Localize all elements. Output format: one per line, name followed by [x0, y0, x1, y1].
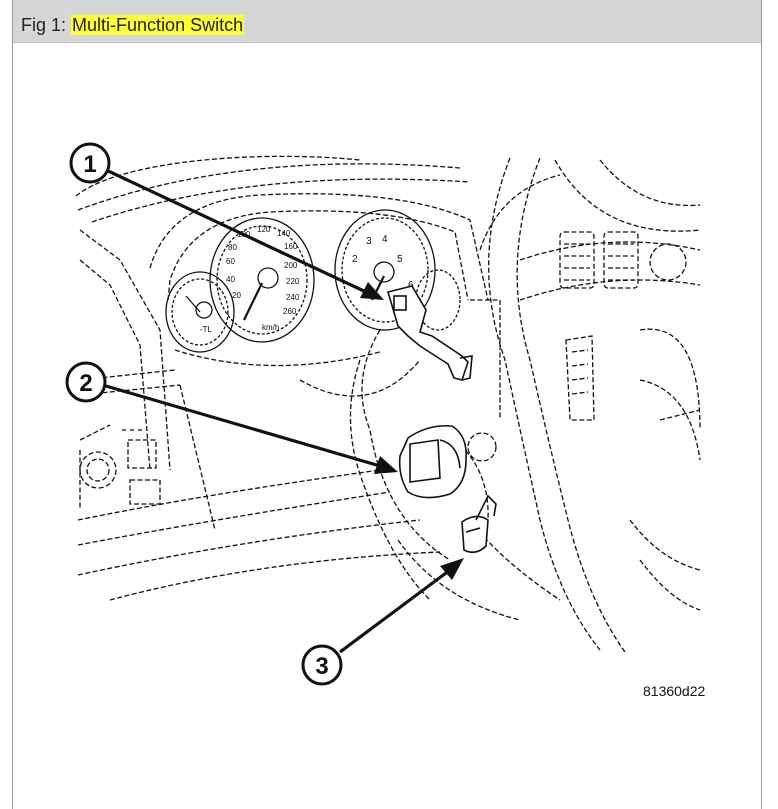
speedo-tick: 80 — [228, 243, 237, 252]
figure-header: Fig 1: Multi-Function Switch — [13, 0, 761, 43]
callout-3 — [301, 644, 343, 686]
tach-tick: 4 — [382, 234, 388, 245]
figure-label: Fig 1: — [21, 15, 67, 35]
speedometer — [209, 217, 315, 343]
fuel-gauge — [165, 271, 235, 353]
arrow-1 — [105, 168, 367, 294]
arrow-3 — [339, 568, 451, 654]
figure-caption: Fig 1: Multi-Function Switch — [21, 15, 245, 36]
callout-1-label: 1 — [83, 151, 96, 178]
speedo-tick: 240 — [286, 293, 300, 302]
callouts: 1 2 3 — [65, 142, 343, 686]
speedo-tick: 140 — [277, 229, 291, 238]
speedo-tick: 200 — [284, 261, 298, 270]
callout-2-label: 2 — [79, 370, 92, 397]
speedo-tick: 260 — [283, 307, 297, 316]
leader-arrows — [105, 168, 464, 654]
arrow-2 — [105, 384, 381, 468]
figure-title: Multi-Function Switch — [71, 15, 245, 35]
speedo-tick: 120 — [257, 225, 271, 234]
switch-components — [386, 285, 497, 554]
speed-unit: km/h — [262, 323, 279, 332]
switch-connector — [461, 515, 489, 554]
callout-3-label: 3 — [315, 653, 328, 680]
callout-1 — [69, 142, 111, 184]
speedo-tick: 160 — [284, 242, 298, 251]
speedo-tick: 60 — [226, 257, 235, 266]
fuel-gauge-mark: -TL — [200, 325, 213, 334]
tachometer — [334, 209, 436, 331]
callout-2 — [65, 361, 107, 403]
speedo-tick: 20 — [232, 291, 241, 300]
tach-tick: 3 — [366, 236, 372, 247]
tach-tick: 5 — [397, 254, 403, 265]
multi-function-switch-stalk — [386, 285, 469, 381]
reference-code: 81360d22 — [643, 683, 706, 699]
speedo-tick: 220 — [286, 277, 300, 286]
tach-tick: 2 — [352, 254, 358, 265]
figure-frame: Fig 1: Multi-Function Switch — [12, 0, 762, 809]
gauge-labels: 100 120 80 60 40 20 140 160 200 220 240 … — [200, 225, 414, 334]
speedo-tick: 40 — [226, 275, 235, 284]
